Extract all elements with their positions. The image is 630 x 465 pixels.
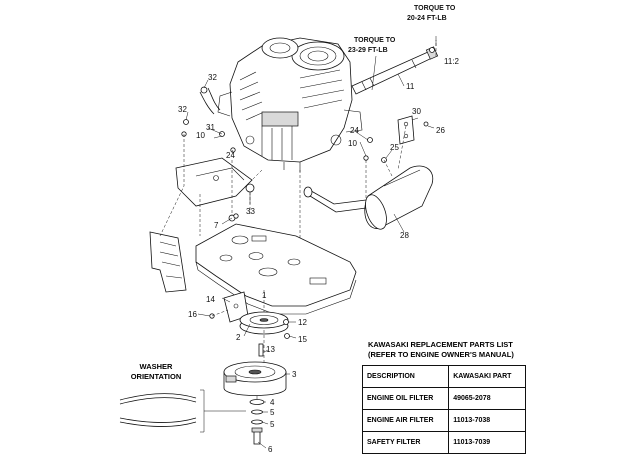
engine-deck-plate [195, 214, 357, 315]
washer-orientation-label: WASHER ORIENTATION [126, 362, 186, 382]
torque-note-top-1: TORQUE TO [414, 5, 456, 12]
washer-stack [249, 399, 265, 445]
callout-30: 30 [412, 107, 421, 116]
callout-5b: 5 [270, 420, 275, 429]
row-part-number: 11013-7038 [448, 409, 526, 432]
callout-10b: 10 [348, 139, 357, 148]
nut-12 [283, 319, 289, 325]
callout-7: 7 [214, 221, 219, 230]
callout-33: 33 [246, 207, 255, 216]
parts-table-header: DESCRIPTION KAWASAKI PART [361, 365, 526, 388]
row-part-number: 49065-2078 [448, 387, 526, 410]
row-description: ENGINE AIR FILTER [361, 409, 450, 432]
header-description: DESCRIPTION [361, 365, 450, 388]
table-row: SAFETY FILTER 11013-7039 [361, 431, 526, 454]
callout-11-2: 11:2 [444, 57, 460, 66]
row-description: SAFETY FILTER [361, 431, 450, 454]
leader-lines [185, 36, 437, 449]
callout-15: 15 [298, 335, 307, 344]
callout-28: 28 [400, 231, 409, 240]
row-part-number: 11013-7039 [448, 431, 526, 454]
callout-31: 31 [206, 123, 215, 132]
callout-25: 25 [390, 143, 399, 152]
torque-notes: TORQUE TO 20-24 FT-LB TORQUE TO 23-29 FT… [348, 5, 456, 54]
callout-26: 26 [436, 126, 445, 135]
callout-12: 12 [298, 318, 307, 327]
callout-11: 11 [406, 82, 415, 91]
callout-24a: 24 [226, 151, 235, 160]
callout-2: 2 [236, 333, 241, 342]
row-description: ENGINE OIL FILTER [361, 387, 450, 410]
callout-14: 14 [206, 295, 215, 304]
washer-orientation-detail [119, 389, 246, 433]
parts-list-table: DESCRIPTION KAWASAKI PART ENGINE OIL FIL… [361, 365, 526, 454]
oil-line [183, 86, 221, 125]
callout-32b: 32 [178, 105, 187, 114]
bolt-15 [284, 333, 290, 339]
muffler [303, 165, 434, 230]
callout-5a: 5 [270, 408, 275, 417]
parts-list-title: KAWASAKI REPLACEMENT PARTS LIST (REFER T… [368, 340, 514, 360]
pulley [239, 311, 289, 335]
callout-6: 6 [268, 445, 273, 454]
muffler-bracket [397, 115, 415, 145]
washer-label-line2: ORIENTATION [130, 372, 182, 381]
callout-4: 4 [270, 398, 275, 407]
part-callouts: 1 2 3 4 5 5 6 7 10 10 11 11:2 12 13 14 1… [178, 57, 460, 454]
engine-mount-bracket [175, 157, 253, 207]
callout-10a: 10 [196, 131, 205, 140]
washer-label-line1: WASHER [139, 362, 173, 371]
torque-note-mid-2: 23-29 FT-LB [348, 47, 388, 54]
callout-16: 16 [188, 310, 197, 319]
bolt-7 [233, 213, 239, 219]
parts-list-title-line1: KAWASAKI REPLACEMENT PARTS LIST [368, 340, 513, 349]
callout-13: 13 [266, 345, 275, 354]
table-row: ENGINE AIR FILTER 11013-7038 [361, 409, 526, 432]
header-part: KAWASAKI PART [448, 365, 526, 388]
callout-24b: 24 [350, 126, 359, 135]
callout-32a: 32 [208, 73, 217, 82]
callout-1: 1 [262, 291, 267, 300]
parts-list-title-line2: (REFER TO ENGINE OWNER'S MANUAL) [368, 350, 514, 359]
torque-note-mid-1: TORQUE TO [354, 37, 396, 44]
callout-3: 3 [292, 370, 297, 379]
electric-clutch [223, 361, 287, 396]
exhaust-pipe [351, 46, 439, 95]
engine-assembly [217, 37, 363, 172]
key-part [258, 343, 264, 357]
torque-note-top-2: 20-24 FT-LB [407, 15, 447, 22]
wire-clip-bracket [149, 231, 187, 293]
assembly-guide-lines [159, 40, 437, 400]
table-row: ENGINE OIL FILTER 49065-2078 [361, 387, 526, 410]
